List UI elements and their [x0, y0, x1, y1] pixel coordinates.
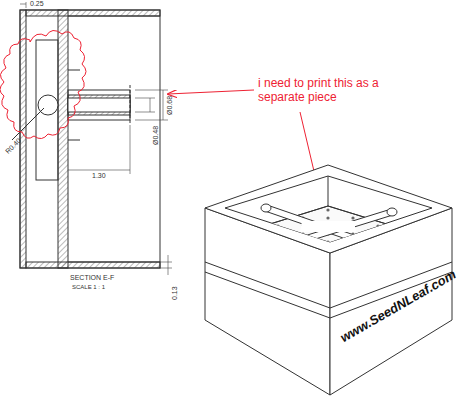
drain-hole [276, 224, 279, 227]
drain-hole [401, 232, 404, 235]
planter-box [205, 165, 452, 395]
drain-hole [301, 232, 304, 235]
dimension-text: 0.13 [171, 286, 179, 300]
drain-hole [276, 232, 279, 235]
drain-hole [376, 232, 379, 235]
drain-hole [351, 256, 354, 259]
drain-hole [351, 248, 354, 251]
drain-hole [326, 208, 329, 211]
dimension-text: 0.25 [30, 0, 44, 8]
dimension-text: Ø0.68 [166, 96, 174, 115]
revision-cloud [0, 30, 86, 138]
drain-hole [301, 240, 304, 243]
drain-hole [326, 264, 329, 267]
drain-hole [376, 248, 379, 251]
drain-hole [326, 240, 329, 243]
dimension-text: 1.30 [92, 172, 106, 180]
dimension-text: Ø0.48 [152, 126, 160, 145]
drain-hole [251, 240, 254, 243]
drain-hole [301, 256, 304, 259]
drain-hole [326, 256, 329, 259]
drain-hole [276, 240, 279, 243]
section-title: SECTION E-F [70, 274, 114, 282]
drain-hole [326, 216, 329, 219]
drain-hole [401, 240, 404, 243]
drain-hole [376, 224, 379, 227]
drain-hole [351, 240, 354, 243]
annotation-arrow [168, 90, 254, 94]
drain-hole [351, 216, 354, 219]
section-view [0, 0, 160, 268]
drain-hole [251, 232, 254, 235]
drain-hole [376, 240, 379, 243]
scale-note: SCALE 1 : 1 [72, 284, 105, 291]
drain-hole [326, 248, 329, 251]
annotation-note: i need to print this as a separate piece [258, 76, 388, 105]
drain-hole [301, 248, 304, 251]
drain-hole [276, 248, 279, 251]
